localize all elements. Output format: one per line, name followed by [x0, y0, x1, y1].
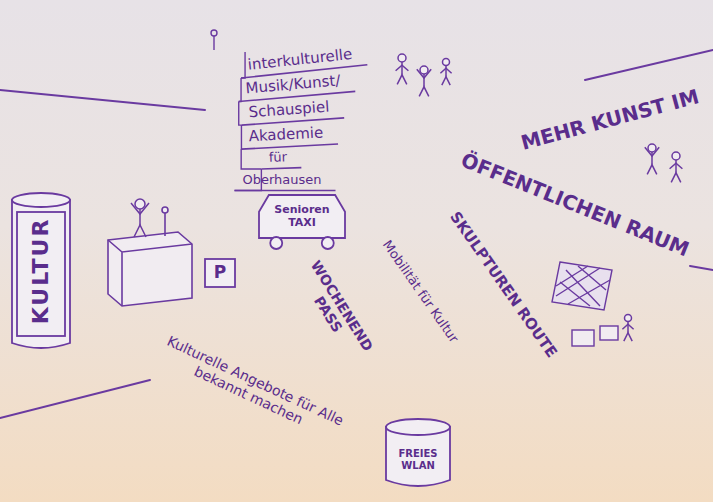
figure-legs	[397, 75, 407, 85]
box-node: P	[204, 258, 236, 288]
figure-body	[139, 209, 141, 225]
sculpture	[552, 262, 618, 346]
node-text-box: Senioren TAXI	[270, 204, 334, 229]
figure-head	[420, 66, 428, 74]
podium-edge	[108, 240, 192, 306]
antenna-mast	[213, 36, 214, 50]
node-text-box: KULTUR	[28, 218, 53, 325]
leader-line	[585, 50, 713, 80]
sculpture-hatch	[556, 266, 610, 306]
cube	[600, 326, 618, 340]
leader-line	[0, 90, 205, 110]
leader-lines	[0, 50, 713, 418]
figure-legs	[647, 165, 657, 175]
figure-head	[443, 59, 450, 66]
figure-head	[135, 199, 145, 209]
car-outline	[259, 195, 345, 249]
leader-line	[690, 266, 713, 270]
person-figure	[396, 54, 409, 84]
column-outline	[12, 193, 70, 348]
node-text-box: P	[214, 263, 226, 283]
figure-legs	[134, 225, 146, 237]
car-wheel	[322, 237, 334, 249]
node-text-box: FREIES WLAN	[392, 448, 444, 471]
figure-head	[398, 54, 406, 62]
podium-box	[108, 232, 192, 306]
drum-node: FREIES WLAN	[384, 418, 452, 488]
microphone	[162, 207, 168, 213]
person-figure	[131, 199, 149, 237]
note-label: SKULPTUREN ROUTE	[446, 209, 560, 361]
podium	[108, 207, 192, 306]
note-label: ÖFFENTLICHEN RAUM	[458, 149, 693, 262]
figure-legs	[442, 77, 450, 85]
person-figure	[440, 59, 451, 86]
cube	[572, 330, 594, 346]
stair-label: Oberhausen	[242, 173, 321, 188]
node-label: FREIES WLAN	[392, 448, 444, 471]
node-label: KULTUR	[28, 218, 53, 325]
antenna	[211, 30, 217, 50]
sculpture-net	[552, 262, 612, 310]
figure-body	[651, 152, 653, 165]
person-figure	[622, 315, 633, 342]
stair-label: interkulturelle	[247, 46, 353, 74]
stair-step	[261, 168, 301, 169]
figure-legs	[624, 333, 632, 341]
figure-arms	[670, 163, 683, 169]
note-label: MEHR KUNST IM	[519, 85, 702, 155]
figure-arms	[440, 68, 451, 73]
person-figure	[670, 152, 683, 182]
figure-arms	[645, 147, 659, 156]
stair-label: Akademie	[248, 124, 323, 145]
figure-body	[401, 62, 403, 75]
mic-stand	[164, 212, 166, 236]
figure-head	[648, 144, 656, 152]
stair-riser	[239, 78, 241, 102]
figure-body	[675, 160, 677, 173]
note-label: Mobilität für Kultur	[379, 238, 461, 346]
sign-box	[205, 259, 235, 287]
drum-outline	[386, 419, 450, 486]
figure-arms	[396, 65, 409, 71]
car-wheel	[270, 237, 282, 249]
cylinder-top	[12, 193, 70, 207]
figure-arms	[131, 203, 149, 214]
stair-riser	[241, 52, 245, 78]
figure-arms	[417, 69, 431, 78]
stair-riser	[239, 102, 242, 126]
figure-body	[627, 322, 629, 333]
stair-riser	[241, 149, 261, 169]
cylinder-top	[386, 419, 450, 435]
car-body	[259, 195, 345, 238]
figure-body	[423, 74, 425, 87]
note-label: Kulturelle Angebote für Alle bekannt mac…	[155, 331, 350, 445]
figure-arms	[622, 324, 633, 329]
leader-line	[0, 380, 150, 418]
antenna-top	[211, 30, 217, 36]
person-figure	[645, 144, 659, 174]
box-outline	[205, 259, 235, 287]
column-node: KULTUR	[10, 192, 72, 350]
node-label: Senioren TAXI	[270, 204, 334, 229]
car-node: Senioren TAXI	[256, 192, 348, 250]
figure-head	[625, 315, 632, 322]
column-frame	[17, 212, 65, 336]
figure-legs	[419, 87, 429, 97]
stair-label: für	[269, 150, 288, 166]
figure-body	[445, 66, 447, 77]
node-label: P	[214, 263, 226, 283]
figure-head	[672, 152, 680, 160]
note-label: WOCHENEND PASS	[292, 255, 378, 365]
person-figure	[417, 66, 431, 96]
stair-label: Schauspiel	[248, 99, 330, 122]
figure-legs	[671, 173, 681, 183]
stair-riser	[240, 125, 242, 149]
cylinder-body	[12, 200, 70, 348]
